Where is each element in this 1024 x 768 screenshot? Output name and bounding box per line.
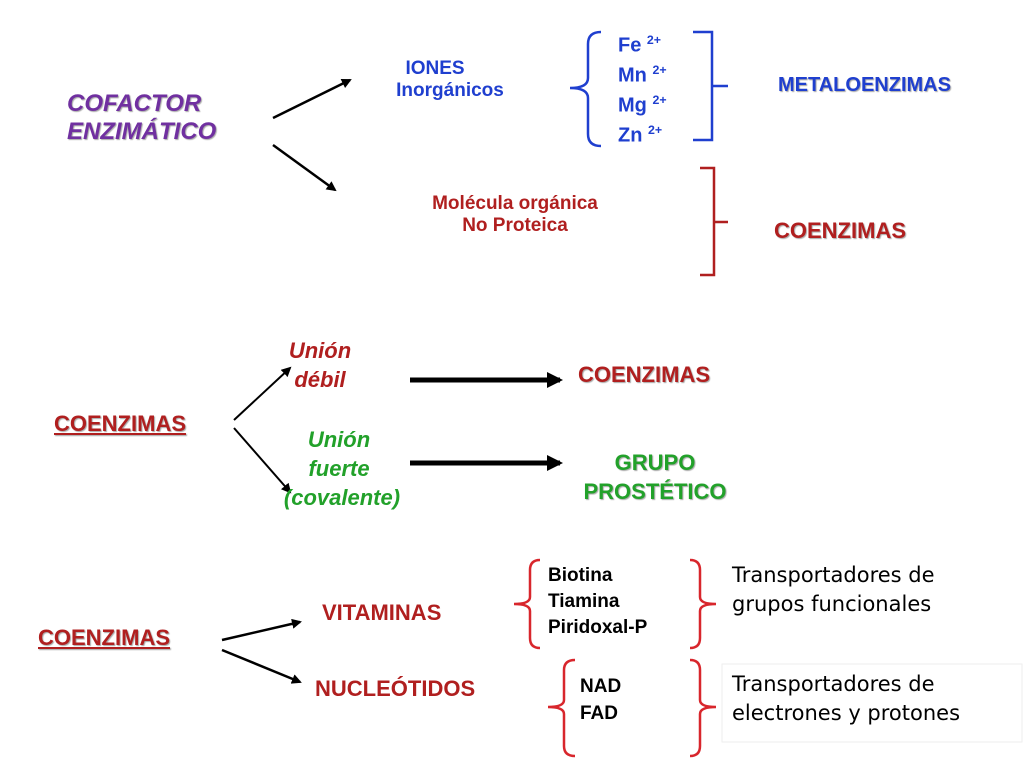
cofactor-title-line1: COFACTOR xyxy=(67,90,202,117)
vitamin-list: Biotina Tiamina Piridoxal-P xyxy=(548,563,647,642)
arrow-to-organica xyxy=(272,143,337,192)
union-debil-line2: débil xyxy=(294,366,346,392)
union-fuerte-line1: Unión xyxy=(307,427,371,452)
union-fuerte-label: Unión fuerte (covalente) xyxy=(262,425,422,512)
iones-line1: IONES xyxy=(405,58,465,79)
nucleotide-list: NAD FAD xyxy=(580,674,621,728)
vitamin-item: Tiamina xyxy=(548,591,620,613)
arrow-fuerte xyxy=(233,427,292,494)
grupo-prostetico-label: GRUPO PROSTÉTICO xyxy=(560,449,750,506)
right-bracket-organica xyxy=(700,166,728,277)
ion-fe: Fe 2+ xyxy=(618,33,662,57)
vit-role-label: Transportadores de grupos funcionales xyxy=(732,561,935,620)
vit-role-line2: grupos funcionales xyxy=(732,592,932,617)
coenzimas-title-2: COENZIMAS xyxy=(54,411,186,436)
nuc-role-line1: Transportadores de xyxy=(732,672,935,696)
left-brace-ions xyxy=(569,30,602,148)
organica-line2: No Proteica xyxy=(462,214,568,236)
arrow-nucleotidos xyxy=(221,648,302,684)
ion-mn: Mn 2+ xyxy=(618,63,667,87)
union-debil-line1: Unión xyxy=(288,338,352,363)
arrow-debil xyxy=(233,366,292,421)
vitaminas-label: VITAMINAS xyxy=(322,600,442,625)
arrow-vitaminas xyxy=(221,618,302,642)
left-brace-nucleotides xyxy=(547,658,576,758)
ion-mg: Mg 2+ xyxy=(618,93,667,117)
nuc-role-box xyxy=(721,663,1023,743)
arrow-to-iones xyxy=(272,78,352,120)
right-bracket-ions xyxy=(693,30,728,142)
ion-list: Fe 2+ Mn 2+ Mg 2+ Zn 2+ xyxy=(618,33,667,153)
vitamin-item: Piridoxal-P xyxy=(548,617,648,639)
cofactor-title: COFACTOR ENZIMÁTICO xyxy=(67,90,216,145)
ion-zn: Zn 2+ xyxy=(618,123,663,147)
prostetico-line: PROSTÉTICO xyxy=(583,478,727,504)
right-brace-vitamins xyxy=(689,558,717,650)
coenzimas-label-1: COENZIMAS xyxy=(774,218,906,243)
nuc-role-label: Transportadores de electrones y protones xyxy=(732,670,960,729)
nuc-role-line2: electrones y protones xyxy=(732,701,961,726)
vitamin-item: Biotina xyxy=(548,565,613,586)
cofactor-title-line2: ENZIMÁTICO xyxy=(67,117,217,145)
coenzimas-title-3: COENZIMAS xyxy=(38,625,170,650)
coenzimas-result: COENZIMAS xyxy=(578,362,710,387)
nucleotide-item: NAD xyxy=(580,676,622,697)
grupo-line: GRUPO xyxy=(614,450,696,475)
nucleotidos-label: NUCLEÓTIDOS xyxy=(315,676,476,701)
vit-role-line1: Transportadores de xyxy=(732,563,935,587)
metaloenzimas-label: METALOENZIMAS xyxy=(778,74,951,96)
left-brace-vitamins xyxy=(513,558,541,650)
iones-line2: Inorgánicos xyxy=(396,79,504,101)
organica-line1: Molécula orgánica xyxy=(432,193,598,214)
organica-label: Molécula orgánica No Proteica xyxy=(395,193,635,237)
union-debil-label: Unión débil xyxy=(275,337,365,394)
union-fuerte-line2: fuerte xyxy=(308,456,370,482)
right-brace-nucleotides xyxy=(689,658,717,758)
iones-label: IONES Inorgánicos xyxy=(375,58,525,102)
nucleotide-item: FAD xyxy=(580,702,618,724)
union-fuerte-line3: (covalente) xyxy=(283,485,401,511)
